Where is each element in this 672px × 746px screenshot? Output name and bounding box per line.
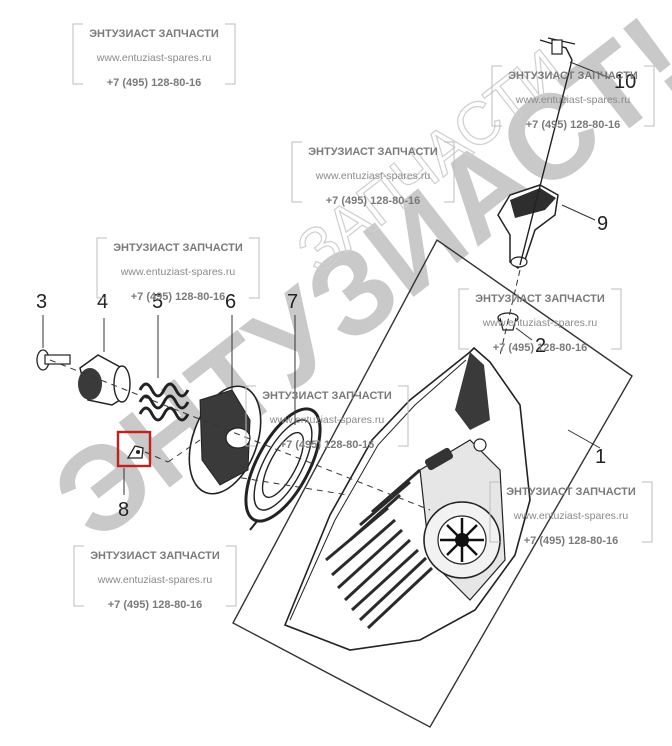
callout-1: 1	[595, 446, 606, 468]
part-4-ratchet	[78, 318, 131, 406]
part-7-rewind-spring	[244, 315, 322, 531]
watermark-stamp-1: ЭНТУЗИАСТ ЗАПЧАСТИ www.entuziast-spares.…	[72, 23, 236, 89]
watermark-url: www.entuziast-spares.ru	[315, 170, 431, 182]
watermark-phone: +7 (495) 128-80-16	[524, 535, 618, 547]
watermark-phone: +7 (495) 128-80-16	[493, 342, 587, 354]
starter-housing	[283, 346, 531, 651]
watermark-stamp-3: ЭНТУЗИАСТ ЗАПЧАСТИ www.entuziast-spares.…	[291, 141, 455, 207]
callout-3: 3	[36, 291, 47, 313]
watermark-url: www.entuziast-spares.ru	[513, 510, 629, 522]
callout-2: 2	[535, 335, 546, 357]
callout-8: 8	[118, 499, 129, 521]
watermark-title: ЭНТУЗИАСТ ЗАПЧАСТИ	[475, 293, 605, 305]
callout-6: 6	[225, 291, 236, 313]
callout-numbers: 1 2 3 4 5 6 7 8 9 10	[36, 71, 636, 521]
watermark-stamp-8: ЭНТУЗИАСТ ЗАПЧАСТИ www.entuziast-spares.…	[73, 545, 237, 611]
callout-7: 7	[287, 291, 298, 313]
watermark-stamp-7: ЭНТУЗИАСТ ЗАПЧАСТИ www.entuziast-spares.…	[489, 481, 653, 547]
part-8-pawl	[116, 430, 152, 495]
watermark-phone: +7 (495) 128-80-16	[280, 439, 374, 451]
watermark-title: ЭНТУЗИАСТ ЗАПЧАСТИ	[262, 390, 392, 402]
part-3-screw	[36, 315, 71, 371]
watermark-phone: +7 (495) 128-80-16	[108, 599, 202, 611]
leader-1	[567, 429, 601, 449]
watermark-phone: +7 (495) 128-80-16	[326, 195, 420, 207]
highlight-box	[116, 430, 152, 468]
watermark-title: ЭНТУЗИАСТ ЗАПЧАСТИ	[506, 486, 636, 498]
watermark-url: www.entuziast-spares.ru	[96, 52, 212, 64]
watermark-title: ЭНТУЗИАСТ ЗАПЧАСТИ	[113, 242, 243, 254]
watermark-url: www.entuziast-spares.ru	[120, 266, 236, 278]
watermark-phone: +7 (495) 128-80-16	[526, 119, 620, 131]
starter-cover-frame	[232, 238, 633, 728]
watermark-url: www.entuziast-spares.ru	[482, 317, 598, 329]
callout-9: 9	[597, 213, 608, 235]
watermark-title: ЭНТУЗИАСТ ЗАПЧАСТИ	[90, 550, 220, 562]
watermark-title: ЭНТУЗИАСТ ЗАПЧАСТИ	[89, 28, 219, 40]
callout-10: 10	[614, 71, 636, 93]
watermark-phone: +7 (495) 128-80-16	[107, 77, 201, 89]
part-9-handle	[497, 184, 596, 270]
part-10-rope	[499, 37, 611, 356]
watermark-title: ЭНТУЗИАСТ ЗАПЧАСТИ	[508, 70, 638, 82]
watermark-stamp-4: ЭНТУЗИАСТ ЗАПЧАСТИ www.entuziast-spares.…	[96, 237, 260, 303]
watermark-url: www.entuziast-spares.ru	[515, 94, 631, 106]
watermark-title: ЭНТУЗИАСТ ЗАПЧАСТИ	[308, 146, 438, 158]
part-2-grommet	[497, 312, 533, 341]
watermark-url: www.entuziast-spares.ru	[269, 414, 385, 426]
callout-4: 4	[97, 291, 108, 313]
watermark-stamp-2: ЭНТУЗИАСТ ЗАПЧАСТИ www.entuziast-spares.…	[491, 65, 655, 131]
watermark-phone: +7 (495) 128-80-16	[131, 291, 225, 303]
watermark-stamp-5: ЭНТУЗИАСТ ЗАПЧАСТИ www.entuziast-spares.…	[458, 288, 622, 354]
watermark-stamp-6: ЭНТУЗИАСТ ЗАПЧАСТИ www.entuziast-spares.…	[245, 385, 409, 451]
part-5-spring	[138, 315, 190, 422]
watermark-url: www.entuziast-spares.ru	[97, 574, 213, 586]
part-6-pulley	[188, 315, 262, 495]
callout-5: 5	[152, 291, 163, 313]
